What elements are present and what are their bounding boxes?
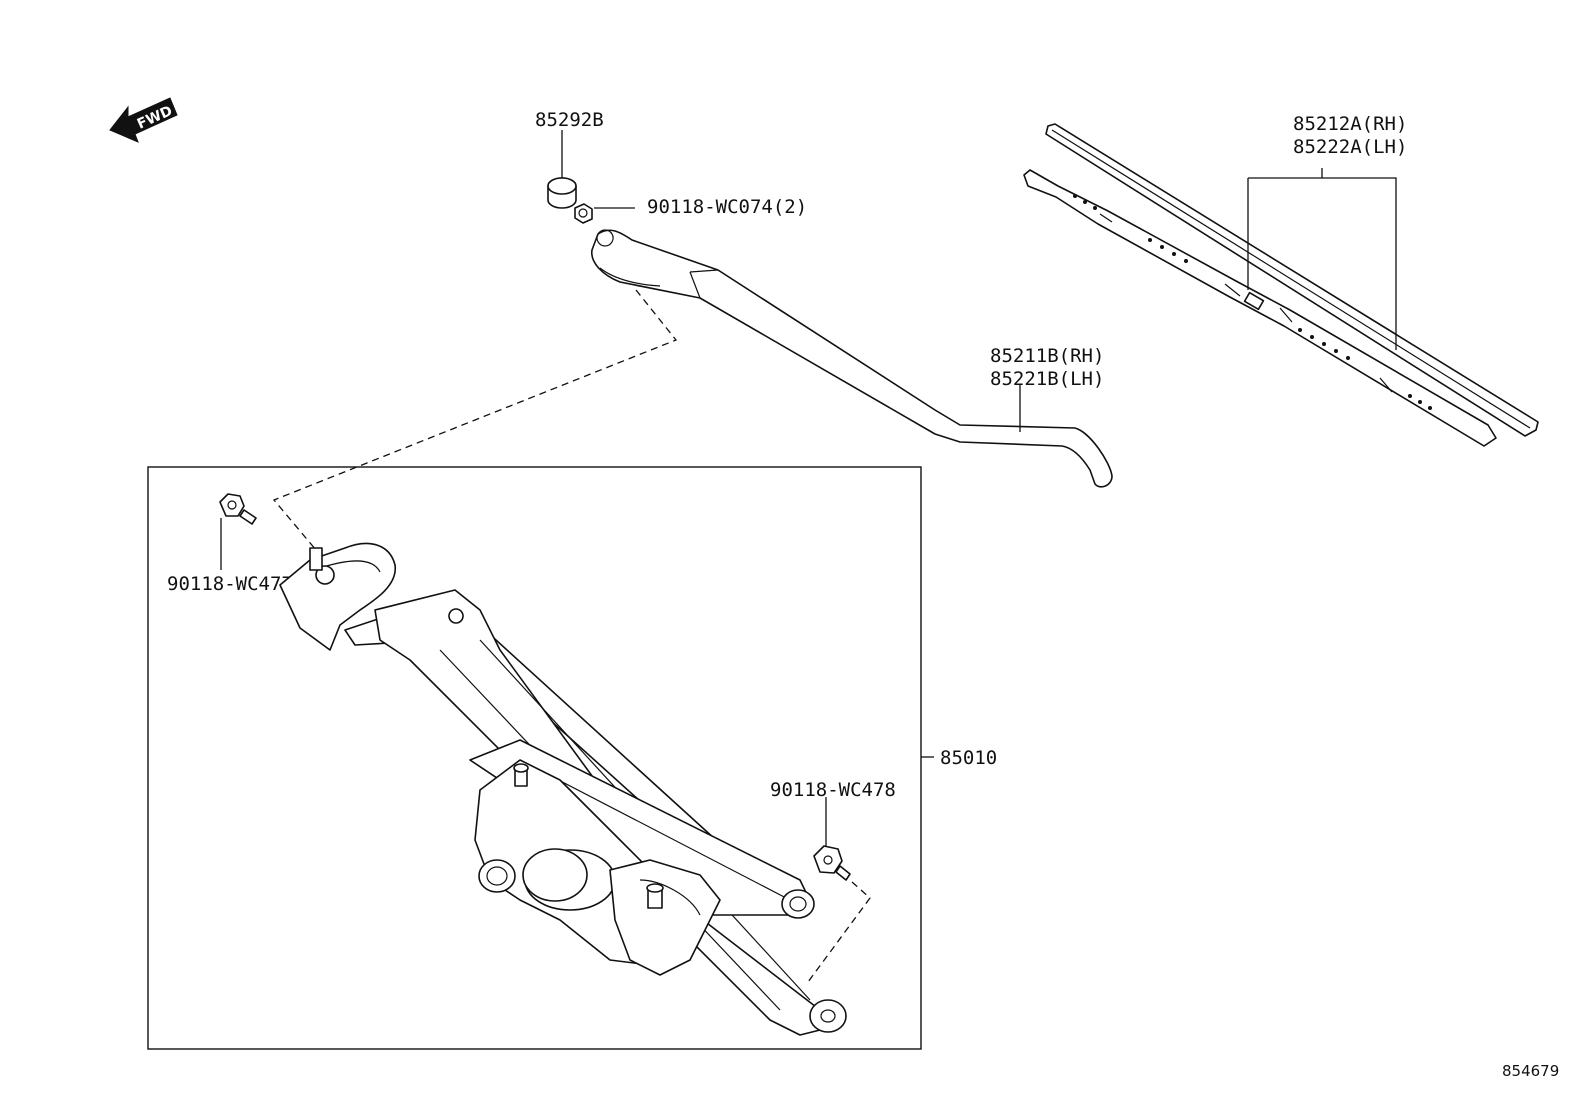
wiper-arm xyxy=(591,229,1113,488)
label-bolt-left: 90118-WC477 xyxy=(167,573,293,595)
label-linkage-assembly: 85010 xyxy=(940,747,997,769)
label-blade-lh: 85222A(LH) xyxy=(1293,136,1407,158)
linkage-assembly-frame xyxy=(147,466,922,1050)
wiper-blade xyxy=(1023,123,1539,447)
fwd-arrow-icon: FWD xyxy=(109,97,178,143)
dashed-arm-to-pivot xyxy=(272,289,678,551)
leader-blade xyxy=(1247,168,1397,350)
wiper-linkage-motor xyxy=(279,542,847,1036)
bolt-left xyxy=(219,493,257,525)
dashed-bolt-to-pivot xyxy=(807,881,871,983)
label-arm-lh: 85221B(LH) xyxy=(990,368,1104,390)
label-arm-rh: 85211B(RH) xyxy=(990,345,1104,367)
arm-nut xyxy=(574,203,593,224)
wiper-cap xyxy=(547,177,577,209)
diagram-number: 854679 xyxy=(1502,1062,1559,1080)
bolt-right xyxy=(813,845,851,881)
label-blade-rh: 85212A(RH) xyxy=(1293,113,1407,135)
label-bolt-right: 90118-WC478 xyxy=(770,779,896,801)
label-motor-cover: 85292B xyxy=(535,109,604,131)
label-arm-nut: 90118-WC074(2) xyxy=(647,196,807,218)
